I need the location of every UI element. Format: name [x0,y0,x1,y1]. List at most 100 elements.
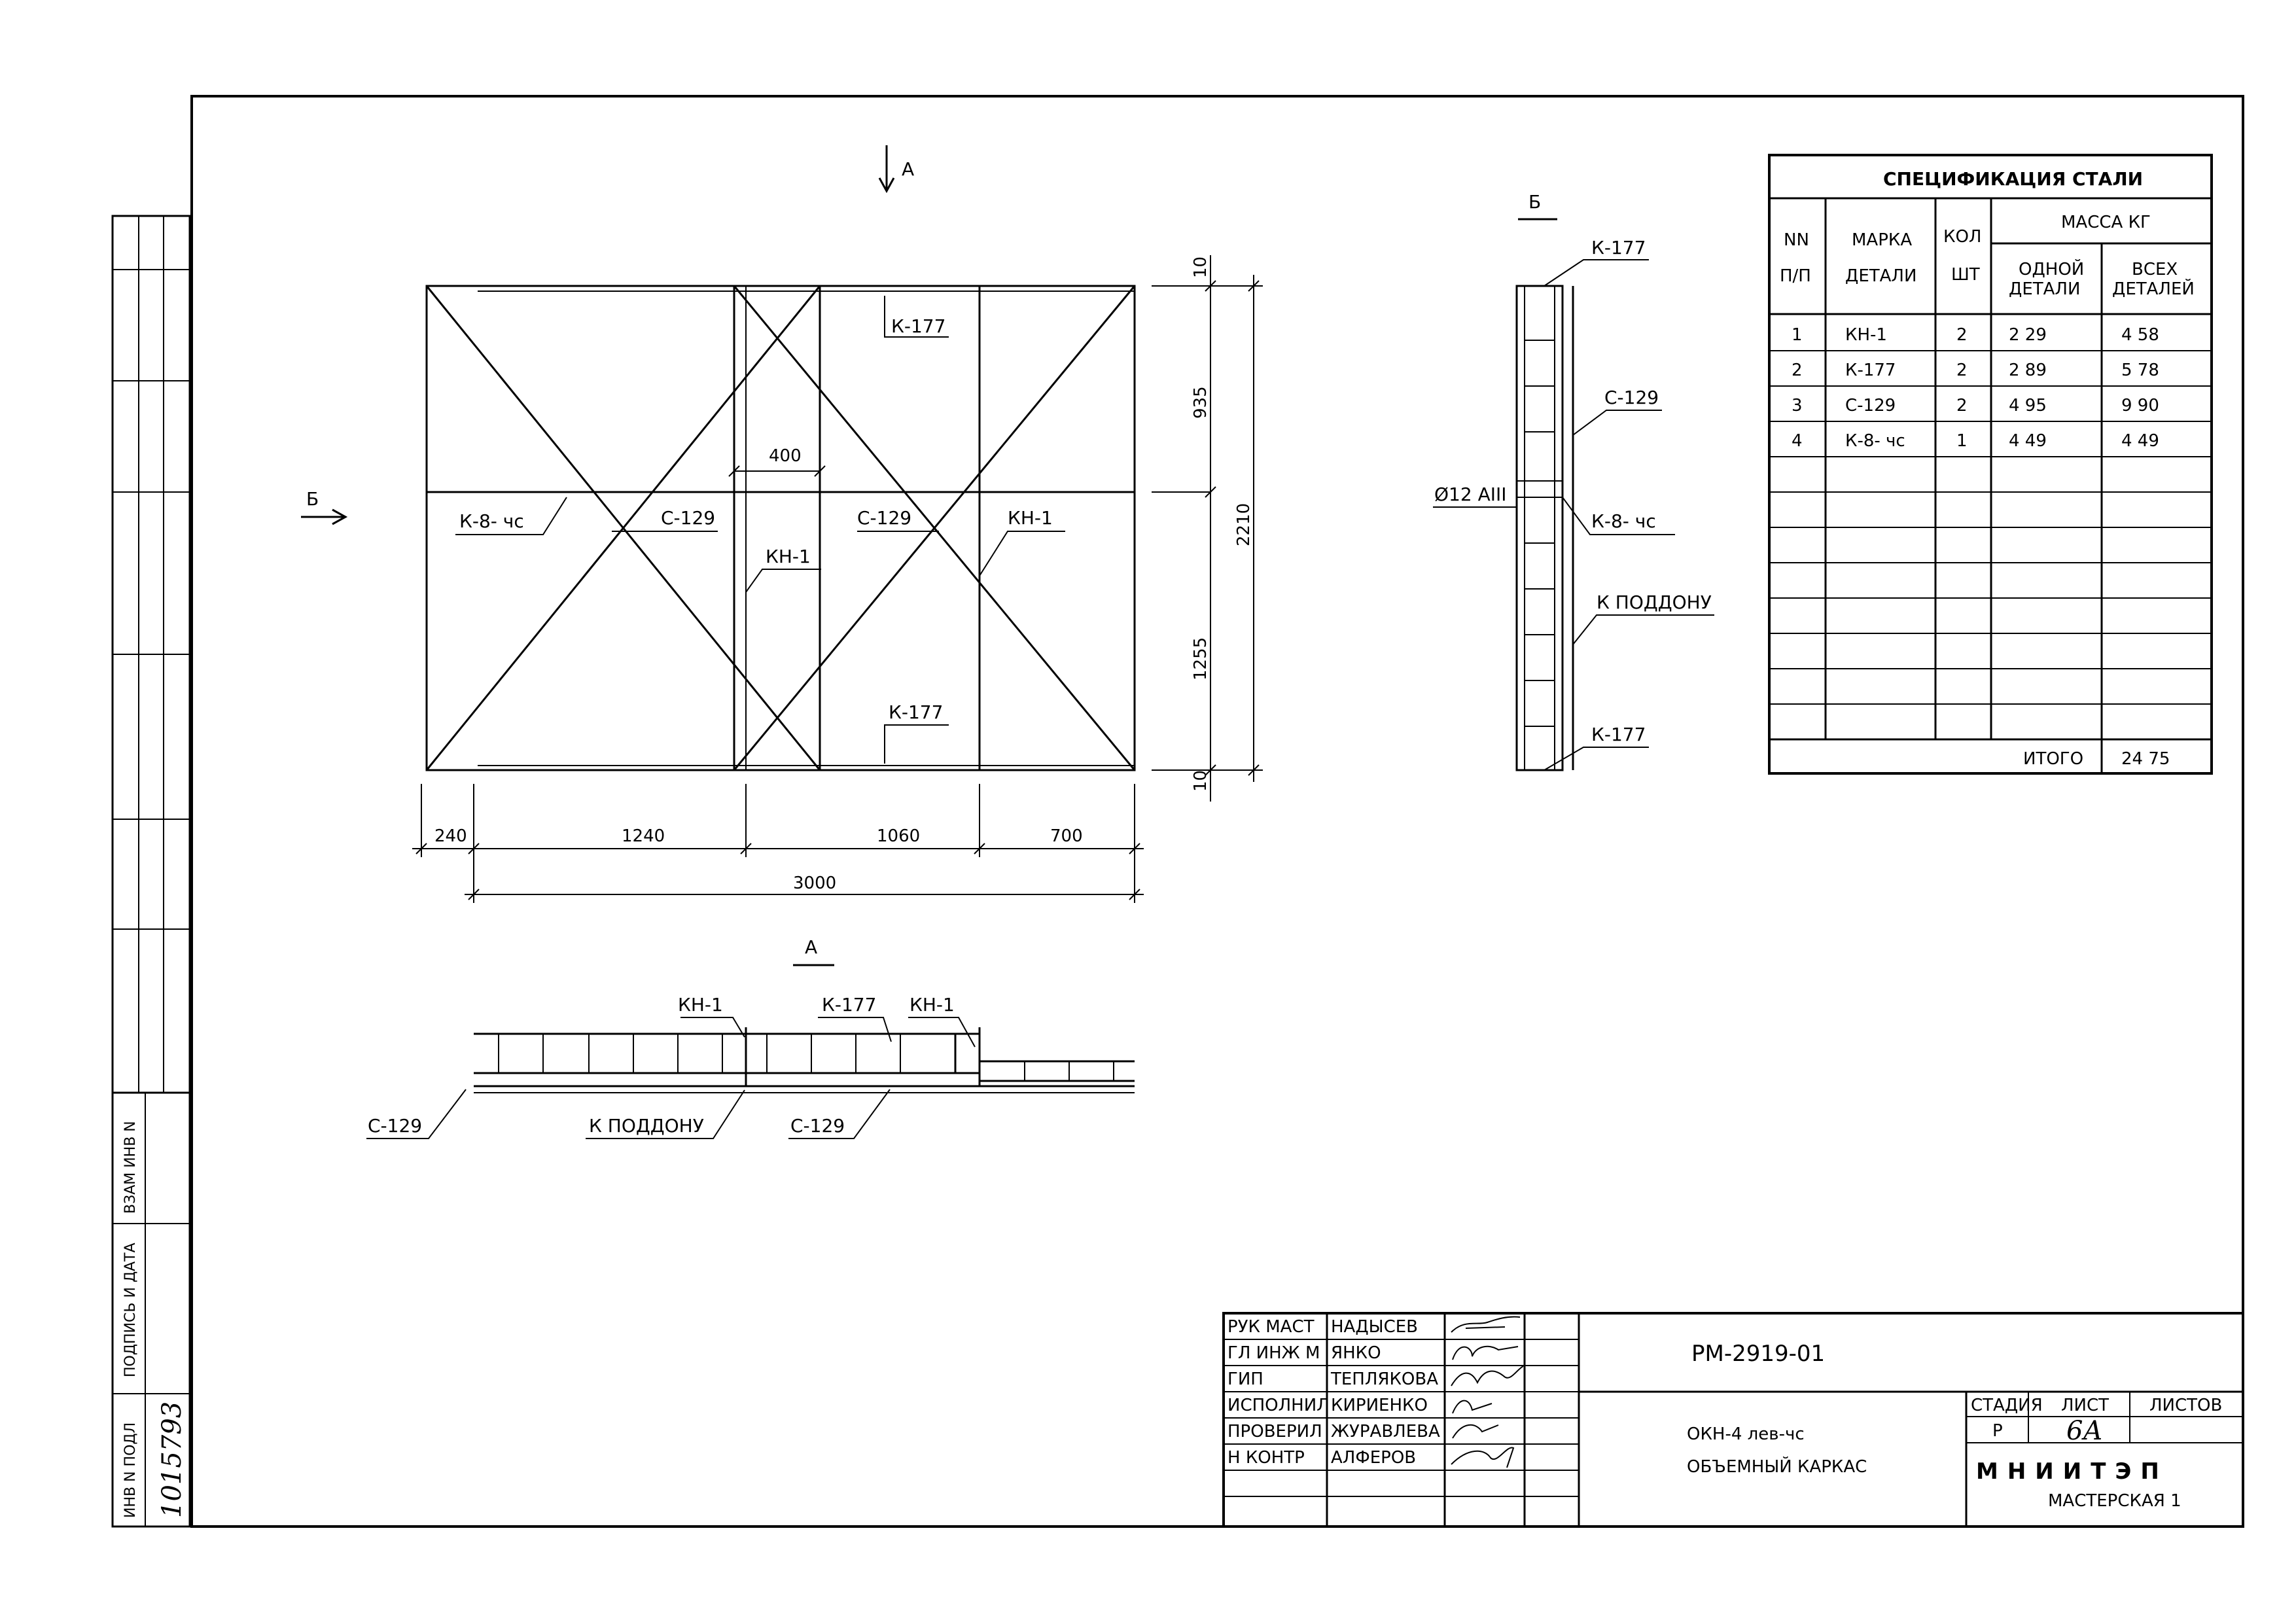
stamp-role: ГИП [1227,1369,1263,1389]
spec-cell-qty: 2 [1956,396,1968,415]
title-block: РУК МАСТ ГЛ ИНЖ М ГИП ИСПОЛНИЛ ПРОВЕРИЛ … [1222,1312,2244,1528]
side-label-k-poddonu: К ПОДДОНУ [1597,591,1712,613]
spec-cell-all: 4 58 [2121,325,2159,345]
spec-cell-qty: 2 [1956,361,1968,380]
front-label-kn1-right: КН-1 [1008,507,1053,529]
side-label-diameter: Ø12 АIII [1434,484,1507,505]
stamp-stage-label: СТАДИЯ [1971,1396,2043,1415]
spec-cell-all: 5 78 [2121,361,2159,380]
spec-col-vseh-1: ВСЕХ [2132,260,2178,279]
plan-view-a: А КН-1 К-177 КН-1 С-129 К [366,936,1135,1139]
front-dim-400: 400 [769,446,802,466]
front-dim-1240: 1240 [622,826,665,846]
front-dim-935: 935 [1191,386,1210,419]
spec-cell-n: 3 [1792,396,1803,415]
front-dim-1255: 1255 [1191,637,1210,680]
spec-col-sht: ШТ [1951,265,1980,285]
front-dim-10-top: 10 [1191,256,1210,278]
front-dim-1060: 1060 [877,826,920,846]
spec-col-vseh-2: ДЕТАЛЕЙ [2112,278,2195,299]
spec-col-detali: ДЕТАЛИ [1845,266,1916,286]
spec-cell-n: 1 [1792,325,1803,345]
side-label-k177-bottom: К-177 [1591,724,1646,745]
stamp-role: Н КОНТР [1227,1448,1305,1468]
spec-row: 3 С-129 2 4 95 9 90 [1792,396,2159,415]
stamp-role: ПРОВЕРИЛ [1227,1422,1322,1441]
spec-cell-mark: КН-1 [1845,325,1887,345]
side-label-k177-top: К-177 [1591,237,1646,258]
spec-row: 4 К-8- чс 1 4 49 4 49 [1792,431,2159,451]
side-label-k8: К-8- чс [1591,510,1656,532]
spec-cell-qty: 1 [1956,431,1968,451]
stamp-sheets-label: ЛИСТОВ [2149,1396,2222,1415]
section-a-title: А [805,936,817,958]
spec-cell-mark: С-129 [1845,396,1896,415]
side-view-b: Б К-177 С-129 Ø12 АIII К-8- чс К ПОДДОНУ… [1433,191,1714,771]
spec-cell-one: 2 29 [2009,325,2047,345]
stamp-name: ТЕПЛЯКОВА [1330,1369,1438,1389]
spec-cell-one: 4 95 [2009,396,2047,415]
spec-table: СПЕЦИФИКАЦИЯ СТАЛИ NN П/П МАРКА ДЕТАЛИ К… [1768,154,2213,775]
stamp-stage: Р [1992,1421,2003,1441]
stamp-sheet-label: ЛИСТ [2061,1396,2109,1415]
spec-cell-mark: К-8- чс [1845,431,1905,451]
spec-col-marka: МАРКА [1852,230,1912,250]
plan-label-k-poddonu: К ПОДДОНУ [589,1115,704,1137]
spec-cell-qty: 2 [1956,325,1968,345]
stamp-title: ОБЪЕМНЫЙ КАРКАС [1687,1456,1867,1477]
side-label-c129: С-129 [1604,387,1659,408]
spec-col-odnoi-2: ДЕТАЛИ [2009,279,2080,299]
front-label-k177-bottom: К-177 [889,701,943,723]
front-label-k8: К-8- чс [459,510,524,532]
plan-label-c129-right: С-129 [790,1115,845,1137]
section-b-marker: Б [306,488,319,510]
spec-cell-n: 4 [1792,431,1803,451]
spec-cell-n: 2 [1792,361,1803,380]
side-inv-number: 1015793 [157,1402,187,1518]
spec-cell-mark: К-177 [1845,361,1896,380]
stamp-role: ИСПОЛНИЛ [1227,1396,1330,1415]
side-strip: ИНВ N ПОДЛ ПОДПИСЬ И ДАТА ВЗАМ ИНВ N 101… [111,215,191,1528]
plan-label-kn1-left: КН-1 [678,994,723,1015]
plan-label-k177: К-177 [822,994,876,1015]
front-view: А Б К-177 К-8- чс С-129 С-129 КН-1 [301,145,1263,903]
stamp-name: АЛФЕРОВ [1331,1448,1416,1468]
front-label-c129-right: С-129 [857,507,911,529]
plan-label-kn1-right: КН-1 [910,994,955,1015]
front-label-kn1-middle: КН-1 [766,546,811,567]
side-label-podpis: ПОДПИСЬ И ДАТА [122,1243,139,1377]
spec-title: СПЕЦИФИКАЦИЯ СТАЛИ [1883,168,2143,190]
stamp-product: ОКН-4 лев-чс [1687,1424,1805,1444]
side-label-vzam: ВЗАМ ИНВ N [122,1121,139,1214]
front-dim-3000: 3000 [793,874,836,893]
section-b-title: Б [1528,191,1541,213]
stamp-name: НАДЫСЕВ [1331,1317,1418,1337]
front-label-k177-top: К-177 [891,315,945,337]
plan-label-c129-left: С-129 [368,1115,422,1137]
spec-col-nn: NN [1784,230,1809,250]
spec-cell-all: 4 49 [2121,431,2159,451]
stamp-org: МНИИТЭП [1976,1458,2168,1485]
front-dim-2210: 2210 [1234,503,1254,546]
spec-row: 1 КН-1 2 2 29 4 58 [1792,325,2159,345]
spec-col-pp: П/П [1780,266,1811,286]
spec-col-odnoi-1: ОДНОЙ [2019,258,2084,279]
side-label-inv-podl: ИНВ N ПОДЛ [122,1422,139,1518]
stamp-doc-code: РМ-2919-01 [1691,1341,1825,1367]
stamp-name: ЖУРАВЛЕВА [1331,1422,1440,1441]
spec-col-kol: КОЛ [1943,227,1981,247]
stamp-sheet: 6А [2066,1416,2103,1446]
spec-cell-all: 9 90 [2121,396,2159,415]
stamp-name: ЯНКО [1331,1343,1381,1363]
stamp-role: РУК МАСТ [1227,1317,1315,1337]
spec-total-value: 24 75 [2121,749,2170,769]
stamp-workshop: МАСТЕРСКАЯ 1 [2048,1491,2181,1511]
sheet-frame [190,95,2244,1528]
spec-cell-one: 2 89 [2009,361,2047,380]
spec-total-label: ИТОГО [2023,749,2083,769]
stamp-signatures [1451,1316,1524,1468]
front-dim-700: 700 [1050,826,1083,846]
section-a-marker: А [902,158,914,180]
spec-col-massa: МАССА КГ [2061,213,2151,232]
